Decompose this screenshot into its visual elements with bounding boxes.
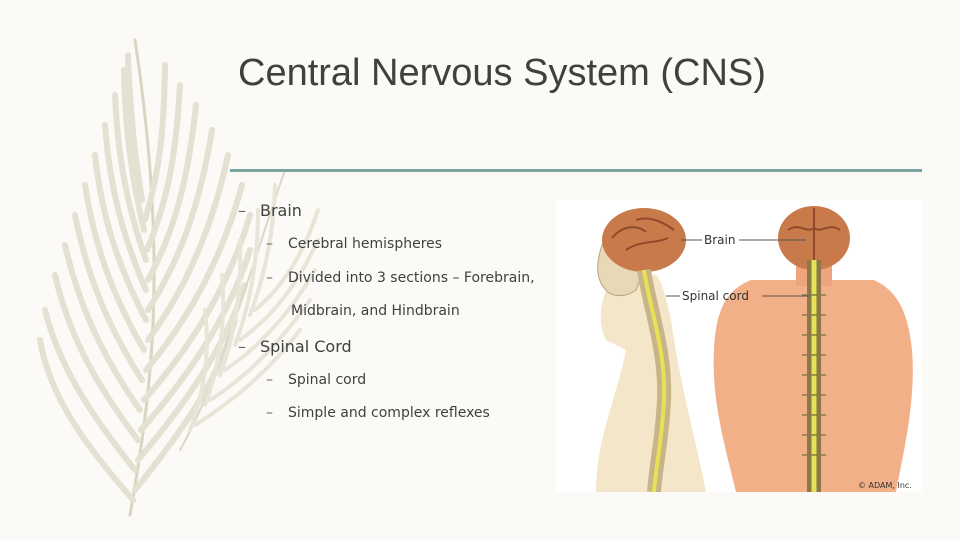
side-spinal-cord xyxy=(642,269,667,492)
title-divider xyxy=(230,169,922,172)
feather-decoration-icon xyxy=(37,38,320,517)
bullet-dash: – xyxy=(238,337,246,356)
copyright-text: © ADAM, Inc. xyxy=(858,481,912,490)
bullet-dash: – xyxy=(266,236,273,252)
bullet-dash: – xyxy=(266,270,273,286)
bullet-text: Spinal Cord xyxy=(260,337,352,356)
bullet-dash: – xyxy=(238,201,246,220)
cns-anatomy-illustration: Brain Spinal cord © ADAM, Inc. xyxy=(556,200,922,492)
bullet-text: Brain xyxy=(260,201,302,220)
bullet-spinal-cord: –Spinal Cord xyxy=(238,337,352,356)
bullet-text: Cerebral hemispheres xyxy=(288,236,443,252)
bullet-text: Simple and complex reflexes xyxy=(288,405,490,421)
sub-bullet-sections-continuation: Midbrain, and Hindbrain xyxy=(291,303,460,319)
sub-bullet-sections: –Divided into 3 sections – Forebrain, xyxy=(266,270,535,286)
side-body xyxy=(596,270,706,492)
page-title: Central Nervous System (CNS) xyxy=(238,52,766,94)
bullet-dash: – xyxy=(266,405,273,421)
sub-bullet-cerebral: –Cerebral hemispheres xyxy=(266,236,442,252)
bullet-text: Spinal cord xyxy=(288,372,367,388)
bullet-dash: – xyxy=(266,372,273,388)
bullet-brain: –Brain xyxy=(238,201,302,220)
label-spinal-cord: Spinal cord xyxy=(682,289,749,303)
label-brain: Brain xyxy=(704,233,735,247)
sub-bullet-spinal: –Spinal cord xyxy=(266,372,366,388)
bullet-text: Divided into 3 sections – Forebrain, xyxy=(288,270,535,286)
sub-bullet-reflexes: –Simple and complex reflexes xyxy=(266,405,490,421)
